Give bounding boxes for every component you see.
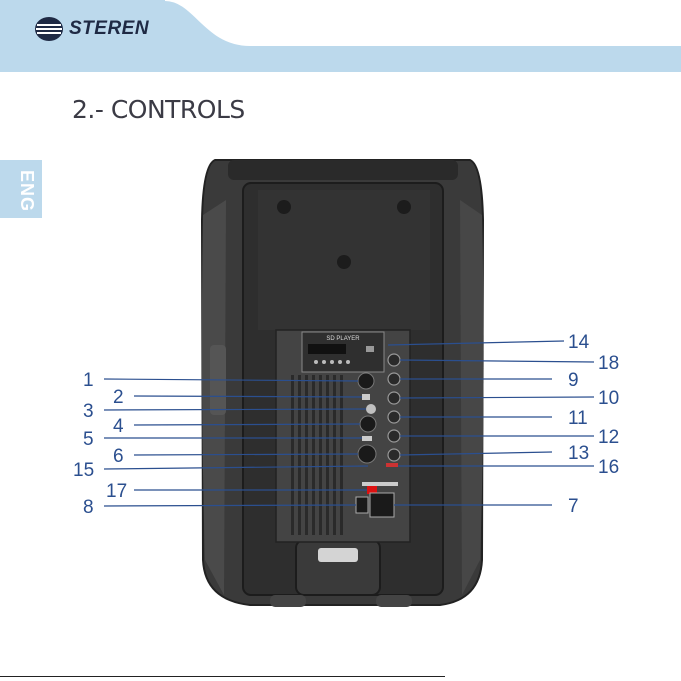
callout-number: 5: [83, 429, 94, 450]
callout-number: 4: [113, 416, 124, 437]
footer-rule: [0, 676, 445, 677]
foot-right: [376, 595, 412, 607]
callout-number: 9: [568, 370, 579, 391]
control-knob[interactable]: [388, 354, 400, 366]
callout-number: 15: [73, 460, 94, 481]
top-handle: [228, 160, 458, 180]
led-indicator: [362, 394, 370, 400]
rca-input-jack[interactable]: [366, 404, 376, 414]
callout-number: 14: [568, 332, 590, 353]
foot-left: [270, 595, 306, 607]
sd-display: [308, 344, 346, 354]
led-indicator-red: [386, 463, 398, 467]
callout-number: 3: [83, 401, 94, 422]
callout-number: 1: [83, 370, 94, 391]
callout-number: 6: [113, 446, 124, 467]
switch-icon[interactable]: [362, 436, 372, 441]
control-knob[interactable]: [388, 449, 400, 461]
control-knob[interactable]: [388, 392, 400, 404]
sd-card-slot: [366, 346, 374, 352]
control-knob[interactable]: [388, 430, 400, 442]
power-label-strip: [362, 482, 398, 486]
callout-number: 12: [598, 427, 619, 448]
callout-number: 13: [568, 443, 589, 464]
callout-number: 10: [598, 388, 619, 409]
callout-number: 2: [113, 387, 124, 408]
callout-number: 11: [568, 408, 588, 429]
screw-icon: [337, 255, 351, 269]
ac-power-inlet[interactable]: [370, 493, 394, 517]
master-volume-knob[interactable]: [358, 373, 374, 389]
screw-icon: [397, 200, 411, 214]
callout-number: 18: [598, 353, 619, 374]
callout-number: 8: [83, 497, 94, 518]
control-knob[interactable]: [388, 411, 400, 423]
sd-player-label: SD PLAYER: [326, 336, 360, 342]
stand-socket-insert: [318, 548, 358, 562]
screw-icon: [277, 200, 291, 214]
input-jack[interactable]: [360, 416, 376, 432]
callout-number: 7: [568, 496, 579, 517]
mic-input-jack[interactable]: [358, 445, 376, 463]
power-switch[interactable]: [356, 497, 368, 513]
callout-number: 16: [598, 457, 619, 478]
callout-number: 17: [106, 481, 127, 502]
control-knob[interactable]: [388, 373, 400, 385]
